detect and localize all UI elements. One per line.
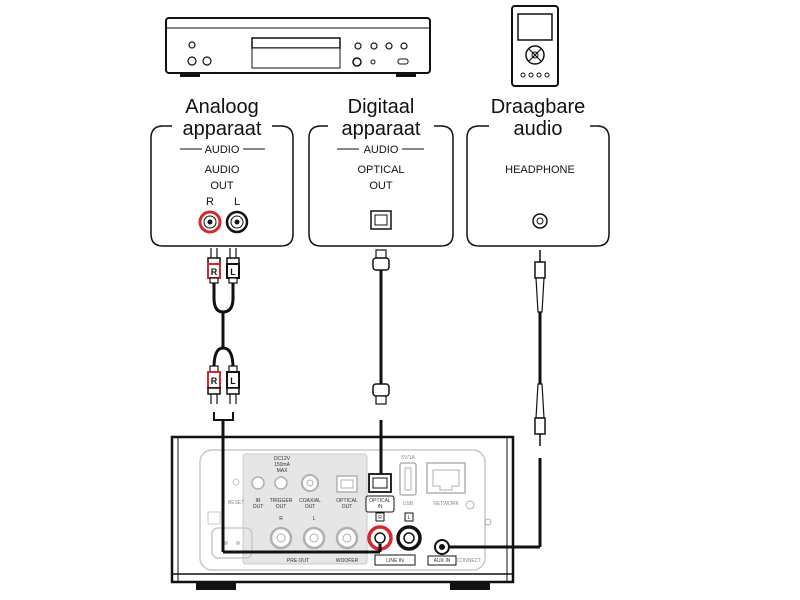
headphone-port-label: HEADPHONE [505, 164, 575, 176]
reset-label: RESET [228, 500, 245, 506]
trigger-out-label-line2: OUT [276, 504, 287, 510]
dc-label-line3: MAX [277, 468, 289, 474]
optical-in-label-line1: OPTICAL [369, 498, 391, 504]
pre-out-left-label: L [313, 516, 316, 522]
connect-label: CONNECT [457, 558, 482, 564]
usb-power-label: 5V/1A [401, 455, 415, 461]
optical-out-jack-icon [370, 210, 392, 230]
digital-device-title-line2: apparaat [342, 118, 421, 140]
analog-left-jack-icon [225, 210, 249, 234]
ir-out-label-line1: IR [256, 498, 261, 504]
optical-out-rear-label-line2: OUT [342, 504, 353, 510]
coaxial-out-label-line2: OUT [305, 504, 316, 510]
portable-audio-title-line2: audio [514, 118, 563, 140]
rca-bottom-right-plug: R [207, 365, 221, 404]
woofer-label: WOOFER [336, 558, 359, 564]
optical-cable [372, 249, 390, 474]
optical-out-rear-label-line1: OPTICAL [336, 498, 358, 504]
rca-top-left-plug: L [226, 248, 240, 284]
network-label: NETWORK [433, 501, 459, 507]
line-in-left-jack-icon [396, 525, 422, 551]
analog-device-title-line2: apparaat [183, 118, 262, 140]
digital-port-label-line2: OUT [369, 180, 393, 192]
aux-in-label: AUX IN [434, 558, 451, 564]
rca-cable: R L R L [207, 248, 382, 554]
portable-audio-title-line1: Draagbare [491, 96, 586, 118]
headphone-output-panel: HEADPHONE [466, 125, 610, 247]
digital-port-label-line1: OPTICAL [357, 164, 404, 176]
dc-label-line1: DC12V [274, 456, 291, 462]
dc-label-line2: 150mA [274, 462, 291, 468]
analog-port-label-line1: AUDIO [205, 164, 240, 176]
analog-right-jack-icon [198, 210, 222, 234]
usb-label: USB [403, 501, 414, 507]
digital-output-panel: AUDIO OPTICAL OUT [308, 125, 454, 247]
line-in-right-label: R [378, 515, 382, 521]
portable-player-illustration [511, 5, 559, 87]
digital-device-title-line1: Digitaal [348, 96, 415, 118]
rca-top-left-letter: L [230, 267, 236, 277]
pre-out-label: PRE OUT [287, 558, 309, 564]
rca-bottom-left-plug: L [226, 365, 240, 404]
rca-bottom-right-letter: R [211, 376, 218, 386]
digital-section-label: AUDIO [364, 144, 399, 156]
cd-player-illustration [165, 17, 431, 77]
analog-right-label: R [206, 196, 214, 208]
analog-section-label: AUDIO [205, 144, 240, 156]
line-in-left-label: L [408, 515, 411, 521]
optical-in-label-line2: IN [378, 504, 383, 510]
trigger-out-label-line1: TRIGGER [270, 498, 293, 504]
rca-bottom-left-letter: L [230, 376, 236, 386]
analog-port-label-line2: OUT [210, 180, 234, 192]
analog-left-label: L [234, 196, 240, 208]
line-in-label: LINE IN [386, 558, 404, 564]
headphone-jack-icon [532, 213, 548, 229]
ir-out-label-line2: OUT [253, 504, 264, 510]
analog-output-panel: AUDIO AUDIO OUT R L [150, 125, 294, 247]
pre-out-right-label: R [279, 516, 283, 522]
analog-device-title-line1: Analoog [185, 96, 258, 118]
coaxial-out-label-line1: COAXIAL [299, 498, 321, 504]
mini-jack-cable [449, 250, 546, 549]
rca-top-right-letter: R [211, 267, 218, 277]
rca-top-right-plug: R [207, 248, 221, 284]
aux-in-jack-icon [434, 539, 450, 555]
